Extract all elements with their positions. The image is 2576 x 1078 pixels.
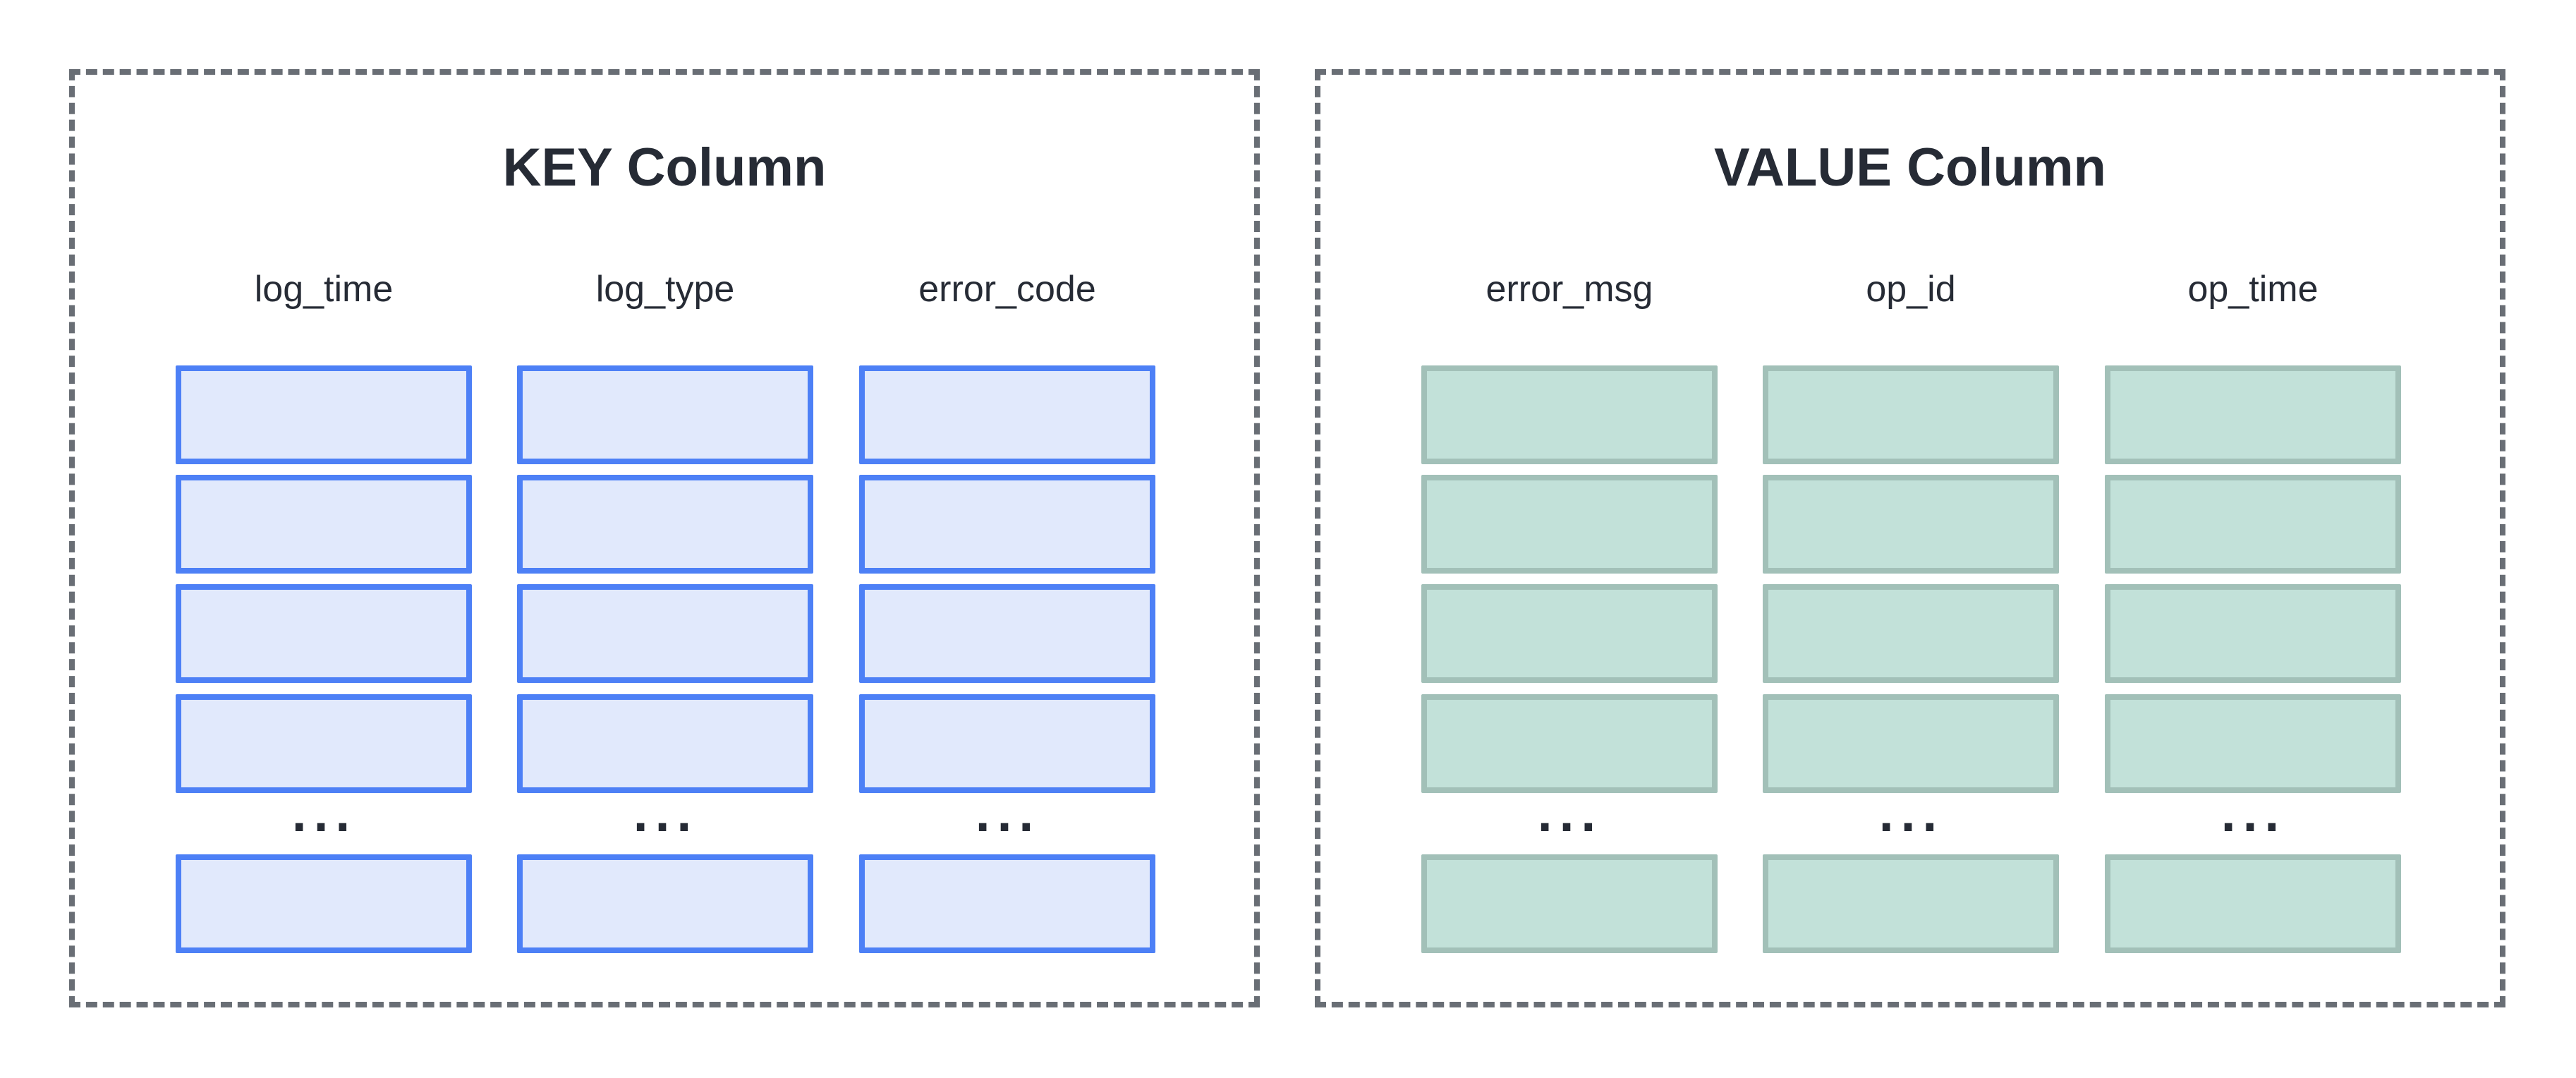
value-cell [2105,694,2401,793]
value-cell [1763,365,2059,464]
column-op-id: op_id ... [1763,75,2059,1002]
column-error-code: error_code ... [859,75,1155,1002]
ellipsis: ... [291,792,357,842]
value-cell [1421,584,1718,683]
column-header-log-type: log_type [595,269,735,310]
value-cell [1421,694,1718,793]
value-cell [1421,475,1718,574]
column-header-error-code: error_code [918,269,1096,310]
key-cell [176,694,472,793]
key-cell [176,584,472,683]
key-cell [859,584,1155,683]
value-cell [2105,475,2401,574]
key-cell [176,854,472,953]
key-panel: KEY Column log_time ... log_type ... err… [69,69,1260,1007]
value-cell [1763,694,2059,793]
value-cell [2105,854,2401,953]
value-cell [2105,365,2401,464]
column-error-msg: error_msg ... [1421,75,1718,1002]
key-cell [517,475,813,574]
key-cell [517,584,813,683]
key-cell [859,365,1155,464]
column-header-op-time: op_time [2187,269,2319,310]
key-cell [517,854,813,953]
key-cell [859,475,1155,574]
ellipsis: ... [632,792,698,842]
ellipsis: ... [1878,792,1944,842]
value-cell [1763,854,2059,953]
key-cell [176,475,472,574]
column-header-log-time: log_time [254,269,394,310]
value-cell [1421,365,1718,464]
column-log-type: log_type ... [517,75,813,1002]
value-cell [1763,475,2059,574]
value-cell [2105,584,2401,683]
ellipsis: ... [1536,792,1603,842]
key-cell [859,854,1155,953]
column-log-time: log_time ... [176,75,472,1002]
key-cell [517,365,813,464]
key-cell [859,694,1155,793]
value-panel: VALUE Column error_msg ... op_id ... op_… [1315,69,2505,1007]
value-panel-title: VALUE Column [1714,138,2106,198]
value-cell [1763,584,2059,683]
column-header-op-id: op_id [1866,269,1956,310]
column-op-time: op_time ... [2105,75,2401,1002]
ellipsis: ... [2220,792,2286,842]
key-cell [176,365,472,464]
key-panel-title: KEY Column [502,138,827,198]
key-cell [517,694,813,793]
ellipsis: ... [974,792,1040,842]
column-header-error-msg: error_msg [1486,269,1653,310]
value-cell [1421,854,1718,953]
